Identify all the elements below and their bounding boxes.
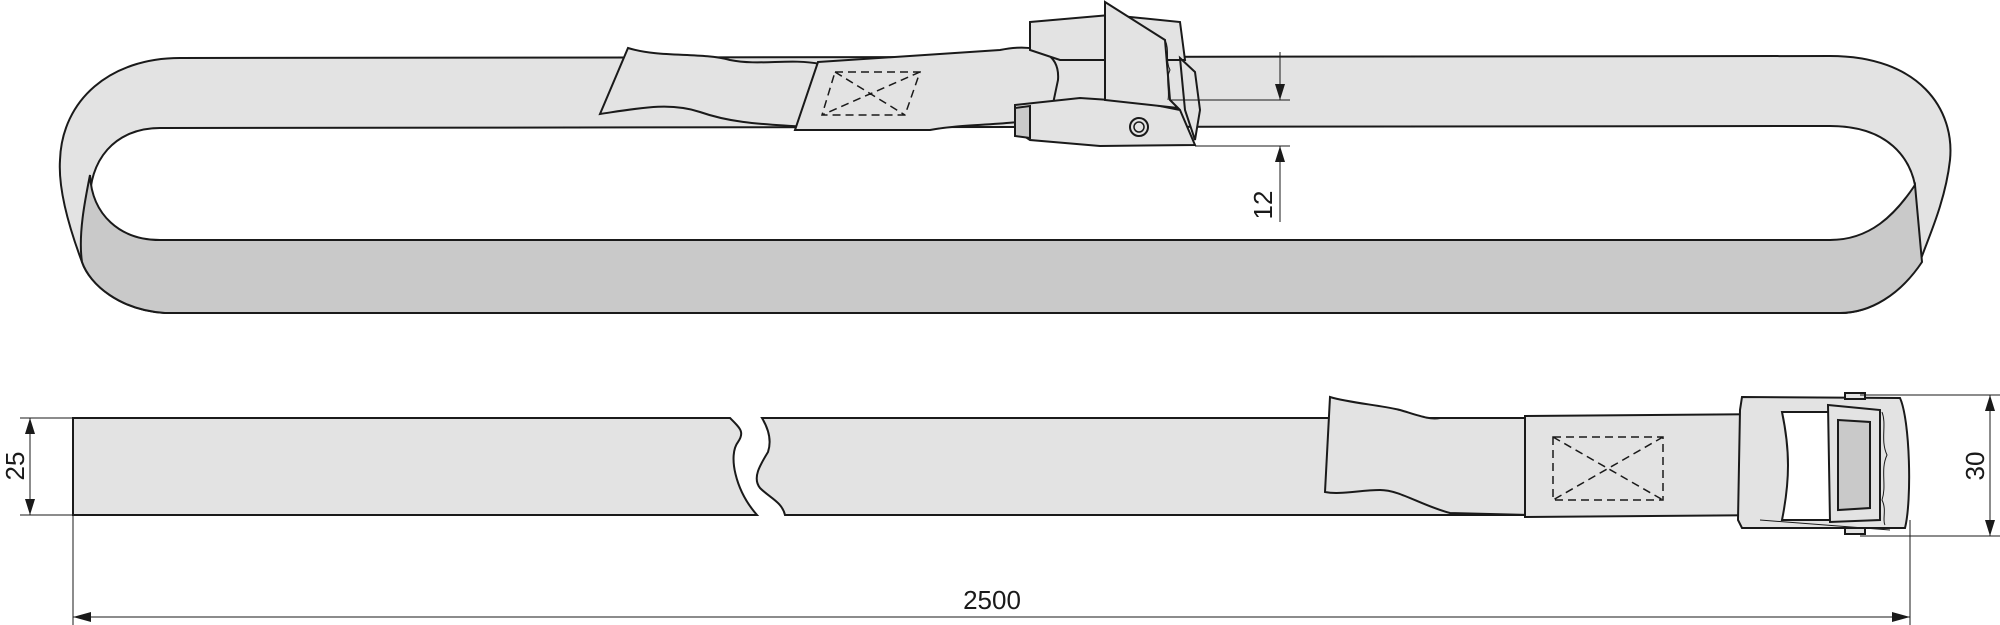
dimension-label-2500: 2500 bbox=[963, 585, 1021, 615]
strap-loop-hole bbox=[88, 124, 1917, 241]
straight-strap-view: 25 30 2500 bbox=[0, 392, 2000, 625]
strap-loop-underside bbox=[79, 174, 1924, 314]
dimension-label-25: 25 bbox=[0, 452, 30, 481]
cam-buckle-top bbox=[1014, 0, 1202, 148]
looped-strap-view: 12 bbox=[58, 0, 1952, 314]
dimension-label-30: 30 bbox=[1960, 452, 1990, 481]
dimension-label-12: 12 bbox=[1248, 191, 1278, 220]
dimension-25: 25 bbox=[0, 417, 73, 516]
dimension-30: 30 bbox=[1860, 394, 2000, 537]
dimension-12: 12 bbox=[1170, 52, 1290, 222]
stitch-pattern bbox=[820, 71, 922, 116]
stitch-pattern bbox=[1552, 436, 1664, 501]
strap-left-segment bbox=[72, 417, 760, 516]
cam-buckle-side bbox=[1736, 392, 1911, 535]
dimension-2500: 2500 bbox=[72, 515, 1911, 625]
